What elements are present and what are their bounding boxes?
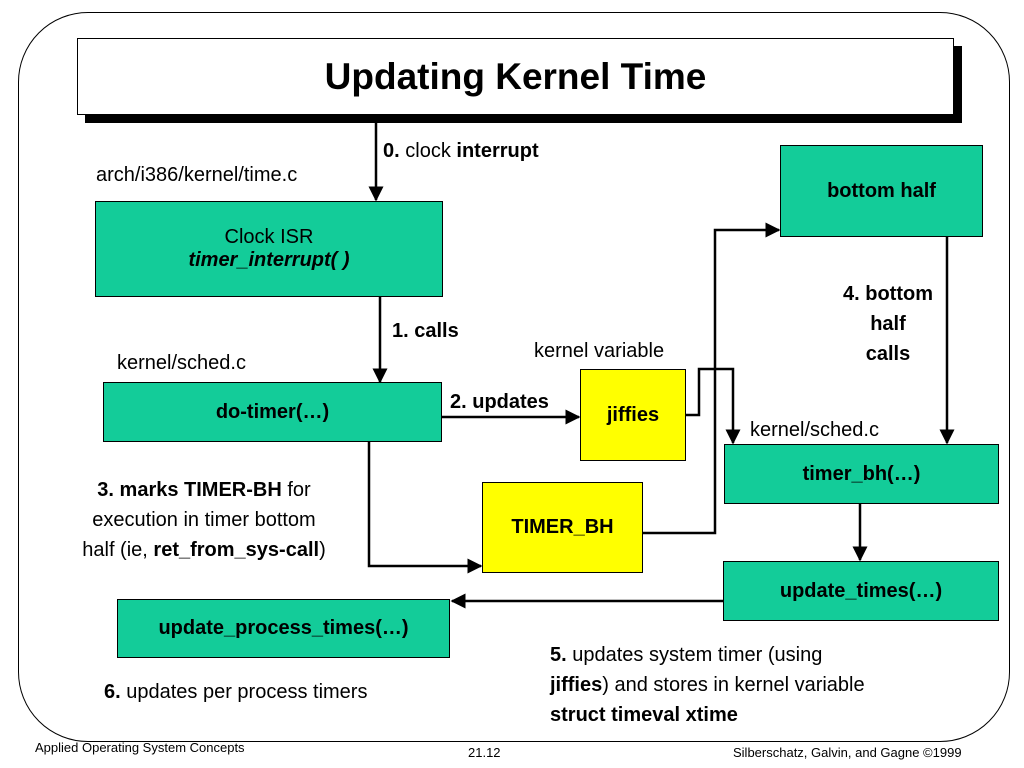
arrow-timer-bh-to-bottom-half [642, 222, 781, 535]
step-0-label: 0. clock interrupt [383, 140, 539, 163]
update-process-times-label: update_process_times(…) [158, 617, 409, 639]
step-6-number: 6. [104, 681, 121, 703]
step-0-text: clock [405, 140, 451, 162]
step-5-struct: struct timeval xtime [550, 704, 738, 726]
step-3-text-c: half (ie, [82, 539, 154, 561]
step-3-text-b: execution in timer bottom [92, 509, 316, 531]
clock-isr-label: Clock ISR [224, 226, 314, 248]
step-2-text: 2. updates [450, 391, 549, 413]
update-times-label: update_times(…) [779, 579, 943, 602]
do-timer-box: do-timer(…) [103, 382, 442, 442]
time-c-label: arch/i386/kernel/time.c [96, 164, 297, 187]
slide-title: Updating Kernel Time [77, 38, 954, 115]
arrow-marks-timer-bh [367, 441, 483, 574]
clock-isr-box: Clock ISR timer_interrupt( ) [95, 201, 443, 297]
step-5-number: 5. [550, 644, 567, 666]
step-4-line-1: 4. bottom [843, 283, 933, 305]
step-4-line-3: calls [865, 343, 911, 365]
slide-title-text: Updating Kernel Time [324, 55, 707, 97]
arrow-jiffies-to-timer-bh [685, 367, 741, 445]
do-timer-label: do-timer(…) [215, 400, 330, 423]
step-3-label: 3. marks TIMER-BH for execution in timer… [40, 475, 368, 565]
step-1-text: 1. calls [392, 320, 459, 342]
bottom-half-label: bottom half [827, 179, 936, 202]
step-5-jiffies: jiffies [550, 674, 603, 696]
step-6-label: 6. updates per process timers [104, 681, 367, 704]
footer-left-text: Applied Operating System Concepts [35, 740, 245, 755]
step-3-function: ret_from_sys-call [153, 539, 320, 561]
slide-frame [18, 12, 1010, 742]
timer-bh-flag-label: TIMER_BH [511, 516, 614, 538]
kernel-variable-text: kernel variable [534, 340, 665, 362]
step-5-text-b: ) and stores in kernel variable [602, 674, 865, 696]
footer-right: Silberschatz, Galvin, and Gagne ©1999 [733, 745, 962, 760]
step-5-label: 5. updates system timer (using jiffies) … [550, 640, 970, 730]
step-5-text-a: updates system timer (using [566, 644, 823, 666]
sched-c-left-text: kernel/sched.c [117, 352, 246, 374]
sched-c-left-label: kernel/sched.c [117, 352, 246, 375]
time-c-text: arch/i386/kernel/time.c [96, 164, 298, 186]
step-3-text-a: for [281, 479, 311, 501]
timer-bh-label: timer_bh(…) [802, 462, 921, 485]
update-times-box: update_times(…) [723, 561, 999, 621]
step-0-bold: interrupt [456, 140, 539, 162]
step-0-number: 0. [383, 140, 400, 162]
footer-page-number: 21.12 [468, 745, 501, 760]
footer-page-number-text: 21.12 [468, 745, 501, 760]
step-1-label: 1. calls [392, 320, 459, 343]
step-3-bold: 3. marks TIMER-BH [97, 479, 282, 501]
sched-c-right-text: kernel/sched.c [750, 419, 879, 441]
timer-bh-box: timer_bh(…) [724, 444, 999, 504]
step-4-label: 4. bottom half calls [820, 279, 956, 369]
step-3-text-d: ) [319, 539, 326, 561]
bottom-half-box: bottom half [780, 145, 983, 237]
footer-left: Applied Operating System Concepts [35, 740, 245, 755]
jiffies-box: jiffies [580, 369, 686, 461]
kernel-variable-label: kernel variable [534, 340, 664, 363]
update-process-times-box: update_process_times(…) [117, 599, 450, 658]
footer-right-text: Silberschatz, Galvin, and Gagne ©1999 [733, 745, 962, 760]
jiffies-label: jiffies [606, 403, 660, 426]
timer-bh-flag-box: TIMER_BH [482, 482, 643, 573]
step-4-line-2: half [870, 313, 906, 335]
timer-interrupt-label: timer_interrupt( ) [188, 249, 350, 271]
step-6-text: updates per process timers [120, 681, 368, 703]
step-2-label: 2. updates [450, 391, 549, 414]
sched-c-right-label: kernel/sched.c [750, 419, 879, 442]
